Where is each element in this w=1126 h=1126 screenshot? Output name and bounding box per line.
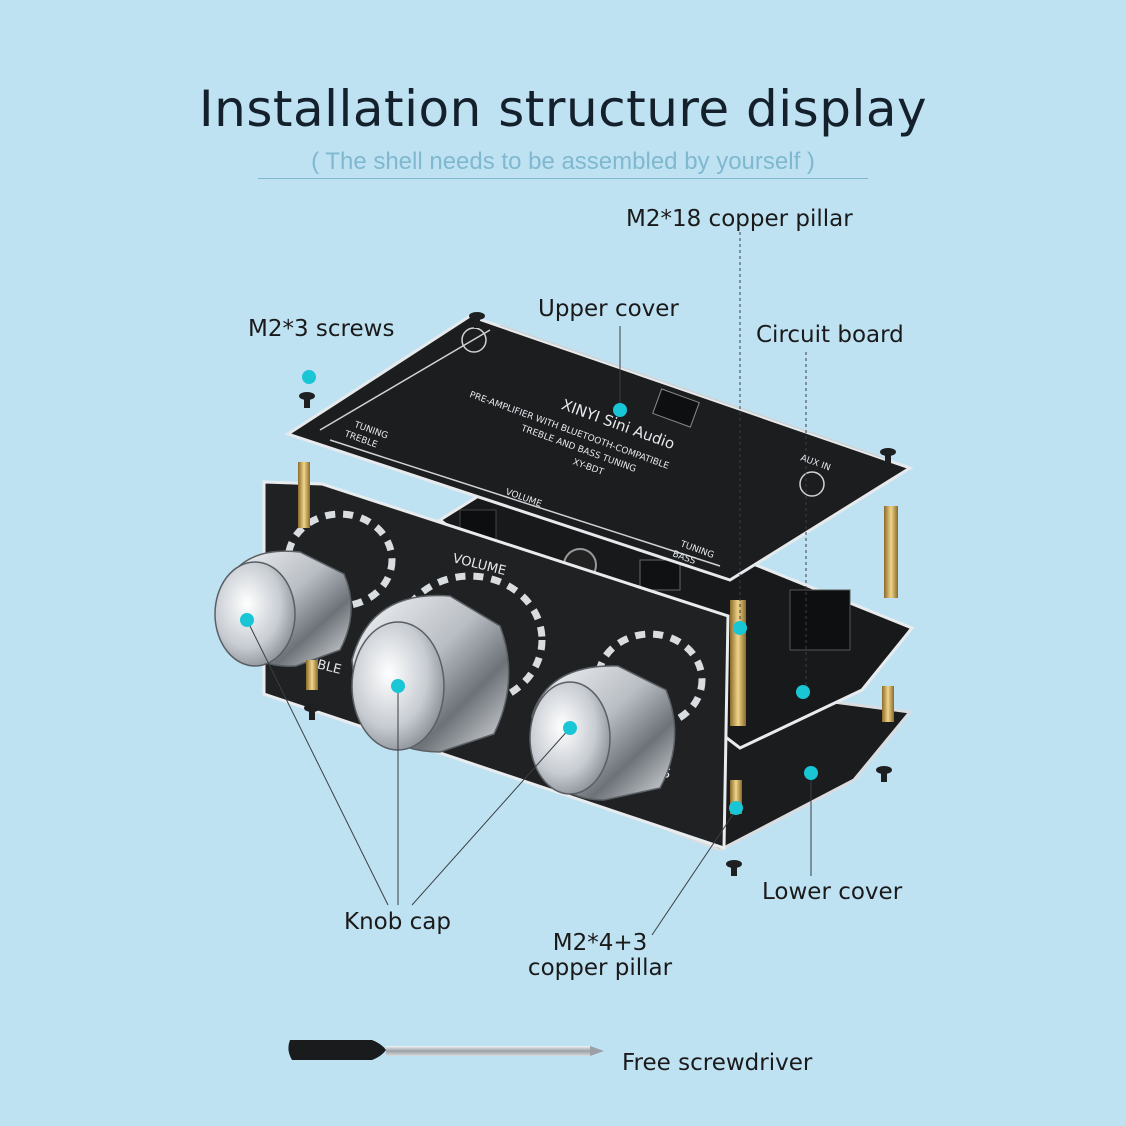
label-screws: M2*3 screws [248,316,395,342]
screw-4 [304,704,320,720]
marker-copper-4 [729,801,743,815]
label-upper-cover: Upper cover [538,296,679,322]
knob-bass [529,665,676,801]
page-subtitle: ( The shell needs to be assembled by you… [258,148,868,179]
marker-knob-1 [240,613,254,627]
volume-dial-ring [394,572,546,708]
page-title: Installation structure display [198,80,928,138]
label-lower-cover: Lower cover [762,879,903,905]
label-screwdriver: Free screwdriver [622,1050,813,1076]
screwdriver-shaft [386,1046,590,1056]
label-knob-cap: Knob cap [344,909,451,935]
marker-copper-18 [733,621,747,635]
leader-knob-3 [411,727,571,906]
marker-knob-3 [563,721,577,735]
marker-circuit-board [796,685,810,699]
label-copper-pillar-4-line2: copper pillar [527,955,673,981]
marker-lower-cover [804,766,818,780]
screw-1 [469,312,485,328]
screwdriver-handle [288,1040,386,1060]
terminal-block [652,388,700,428]
chip [639,559,681,591]
marker-upper-cover [613,403,627,417]
logo-icon [799,471,825,497]
marker-knob-2 [391,679,405,693]
pillar-18-left [298,462,310,528]
screws [299,312,896,876]
leader-copper-4 [651,809,737,936]
label-copper-pillar-4-line1: M2*4+3 [552,930,648,956]
upper-cover-plate: XINYI Sini Audio PRE-AMPLIFIER WITH BLUE… [284,314,914,582]
pillar-4-right [882,686,894,722]
screw-5 [876,766,892,782]
screwdriver [288,1040,604,1060]
screw-6 [726,860,742,876]
screw-2 [299,392,315,408]
markers [240,370,818,815]
pillar-18-front [730,600,746,726]
marker-screws [302,370,316,384]
pillar-18-right [884,506,898,598]
screw-3 [880,448,896,464]
knob-volume [351,594,510,753]
label-copper-pillar-18: M2*18 copper pillar [626,206,853,232]
leader-knob-1 [246,619,389,906]
label-circuit-board: Circuit board [756,322,904,348]
screwdriver-tip [590,1046,604,1056]
pillar-4-left [306,660,318,690]
aux-jack [789,589,851,651]
knob-treble [214,550,352,667]
leader-lines [246,232,812,936]
